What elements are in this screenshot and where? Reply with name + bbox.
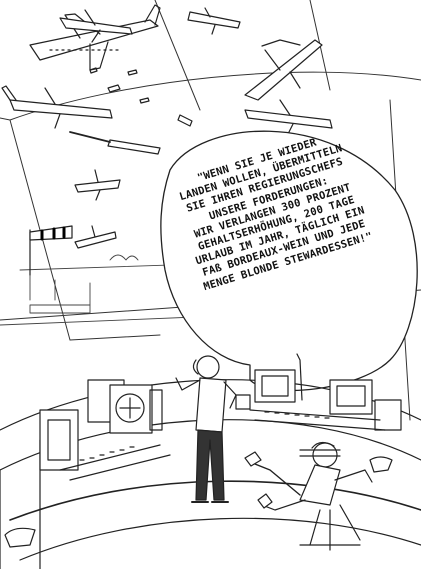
airplane-6 xyxy=(244,99,333,139)
desk-details xyxy=(4,394,393,548)
speech-bubble xyxy=(160,130,418,391)
airplane-9 xyxy=(74,225,117,249)
windsock xyxy=(29,225,73,276)
airplane-5 xyxy=(1,85,113,129)
left-monitors xyxy=(39,379,171,481)
airplane-3 xyxy=(187,7,241,35)
seated-controller xyxy=(244,441,373,551)
right-monitors xyxy=(249,353,402,431)
standing-controller xyxy=(175,355,237,503)
airplane-8 xyxy=(74,169,121,201)
airplane-2 xyxy=(59,9,133,43)
small-planes xyxy=(89,67,193,127)
airplane-7 xyxy=(69,131,161,155)
airplane-4 xyxy=(244,39,323,101)
